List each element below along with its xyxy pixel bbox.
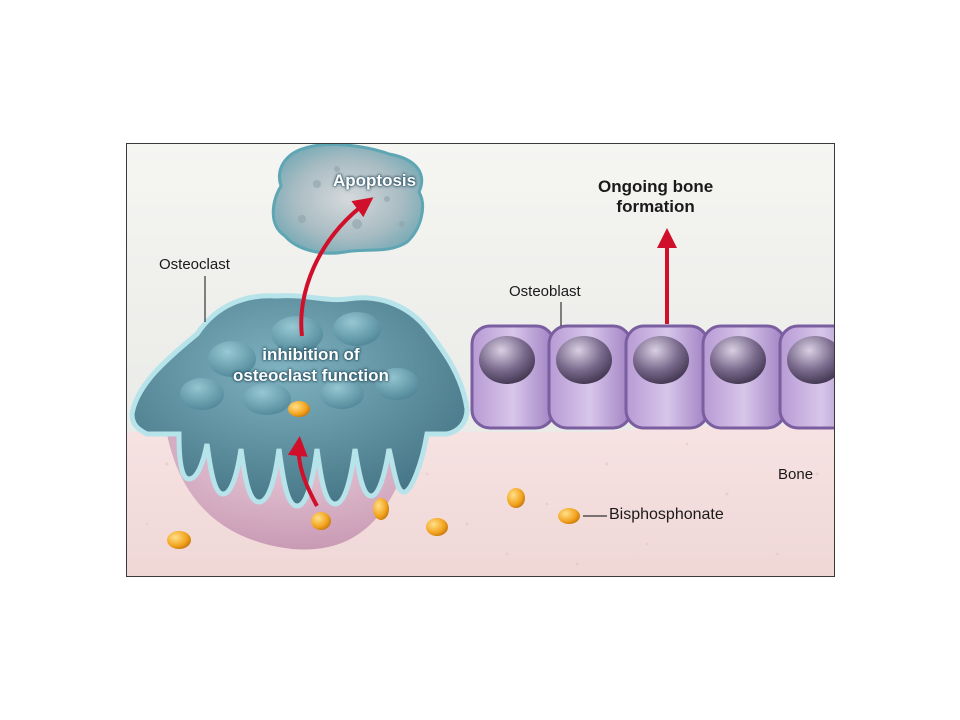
bisphosphonate-pill <box>167 531 191 549</box>
inhibition-line-1: inhibition of <box>262 345 360 364</box>
inhibition-label: inhibition of osteoclast function <box>233 344 389 387</box>
osteoclast-label: Osteoclast <box>159 256 230 273</box>
osteoblast-label: Osteoblast <box>509 283 581 300</box>
diagram-artwork <box>127 144 834 576</box>
ongoing-line-1: Ongoing bone <box>598 177 714 196</box>
bisphosphonate-mechanism-diagram: Apoptosis Ongoing bone formation Osteocl… <box>126 143 835 577</box>
bisphosphonate-pill <box>288 401 310 417</box>
bone-texture <box>145 442 819 566</box>
osteoclast-nuclei <box>180 312 419 415</box>
bisphosphonate-label: Bisphosphonate <box>609 506 724 523</box>
bisphosphonate-pill <box>311 512 331 530</box>
inhibition-line-2: osteoclast function <box>233 366 389 386</box>
bisphosphonate-pill <box>426 518 448 536</box>
apoptotic-osteoclast <box>271 144 424 255</box>
ongoing-line-2: formation <box>616 196 695 216</box>
apoptosis-arrow <box>299 197 374 337</box>
bisphosphonate-pill <box>507 488 525 508</box>
bisphosphonate-molecules <box>167 401 580 549</box>
apoptosis-debris <box>298 166 405 229</box>
osteoblast-cells <box>470 324 834 430</box>
ongoing-bone-formation-label: Ongoing bone formation <box>598 177 713 216</box>
uptake-arrow <box>287 436 319 507</box>
bone-label: Bone <box>778 466 814 483</box>
bisphosphonate-pill <box>373 498 389 520</box>
apoptosis-label: Apoptosis <box>333 171 417 190</box>
bisphosphonate-pill <box>558 508 580 524</box>
